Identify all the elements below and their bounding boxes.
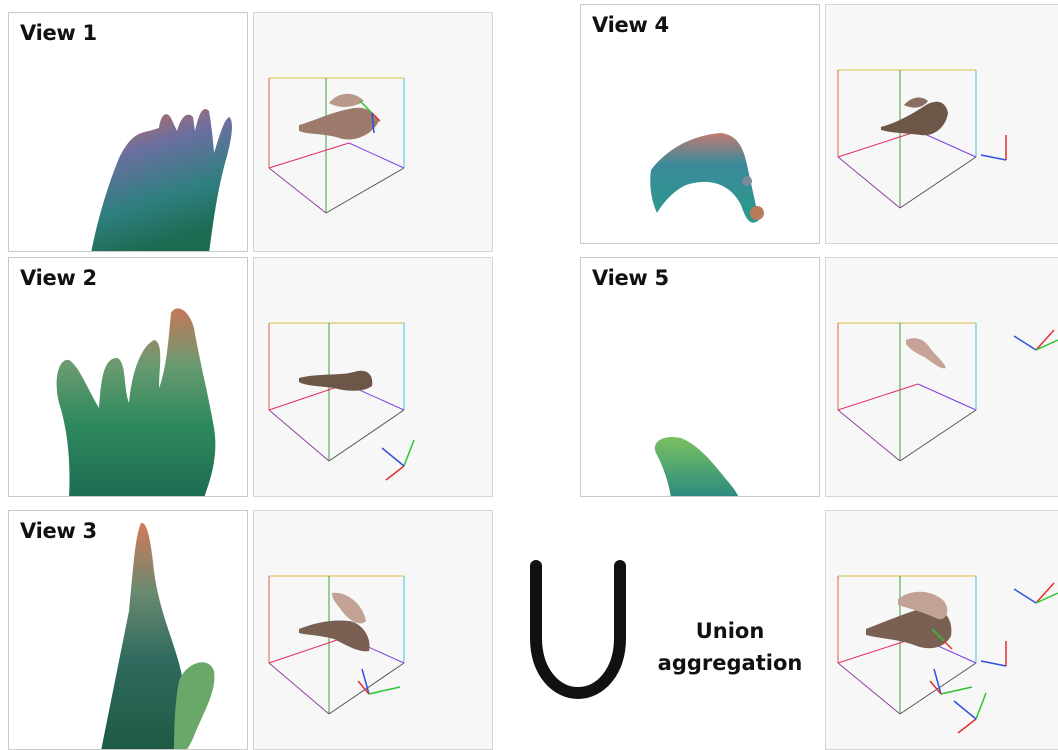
hand-point-cloud xyxy=(881,97,948,136)
union-symbol xyxy=(530,560,626,700)
view-4-depth-panel: View 4 xyxy=(580,4,820,244)
view-4-pointcloud-plot xyxy=(837,69,1007,209)
view-1-label: View 1 xyxy=(20,21,97,45)
hand-point-cloud xyxy=(299,93,379,140)
union-pointcloud-plot xyxy=(837,575,1058,734)
hand-depth-image xyxy=(654,437,739,496)
union-pointcloud-panel xyxy=(825,510,1058,750)
view-2-label: View 2 xyxy=(20,266,97,290)
view-1-pointcloud-plot xyxy=(268,77,405,214)
union-caption-line2: aggregation xyxy=(657,651,803,675)
view-5-depth-panel: View 5 xyxy=(580,257,820,497)
view-3-pointcloud-plot xyxy=(268,575,405,715)
view-4-label: View 4 xyxy=(592,13,669,37)
view-2-pointcloud-panel xyxy=(253,257,493,497)
view-2-depth-panel: View 2 xyxy=(8,257,248,497)
view-5-pointcloud-panel xyxy=(825,257,1058,497)
hand-point-cloud xyxy=(299,370,373,391)
hand-point-cloud xyxy=(906,338,946,369)
view-5-label: View 5 xyxy=(592,266,669,290)
hand-depth-image xyxy=(91,109,232,251)
union-caption-line1: Union xyxy=(695,619,765,643)
view-5-pointcloud-plot xyxy=(837,322,1058,462)
view-1-pointcloud-panel xyxy=(253,12,493,252)
hand-depth-image xyxy=(650,133,764,223)
view-4-pointcloud-panel xyxy=(825,4,1058,244)
hand-depth-image xyxy=(56,308,216,496)
view-2-pointcloud-plot xyxy=(268,322,415,481)
hand-depth-image xyxy=(101,522,215,749)
hand-point-cloud xyxy=(866,591,952,649)
view-3-depth-panel: View 3 xyxy=(8,510,248,750)
view-1-depth-panel: View 1 xyxy=(8,12,248,252)
view-3-pointcloud-panel xyxy=(253,510,493,750)
view-3-label: View 3 xyxy=(20,519,97,543)
hand-point-cloud xyxy=(299,592,370,652)
union-aggregation-caption: Union aggregation xyxy=(640,615,820,679)
